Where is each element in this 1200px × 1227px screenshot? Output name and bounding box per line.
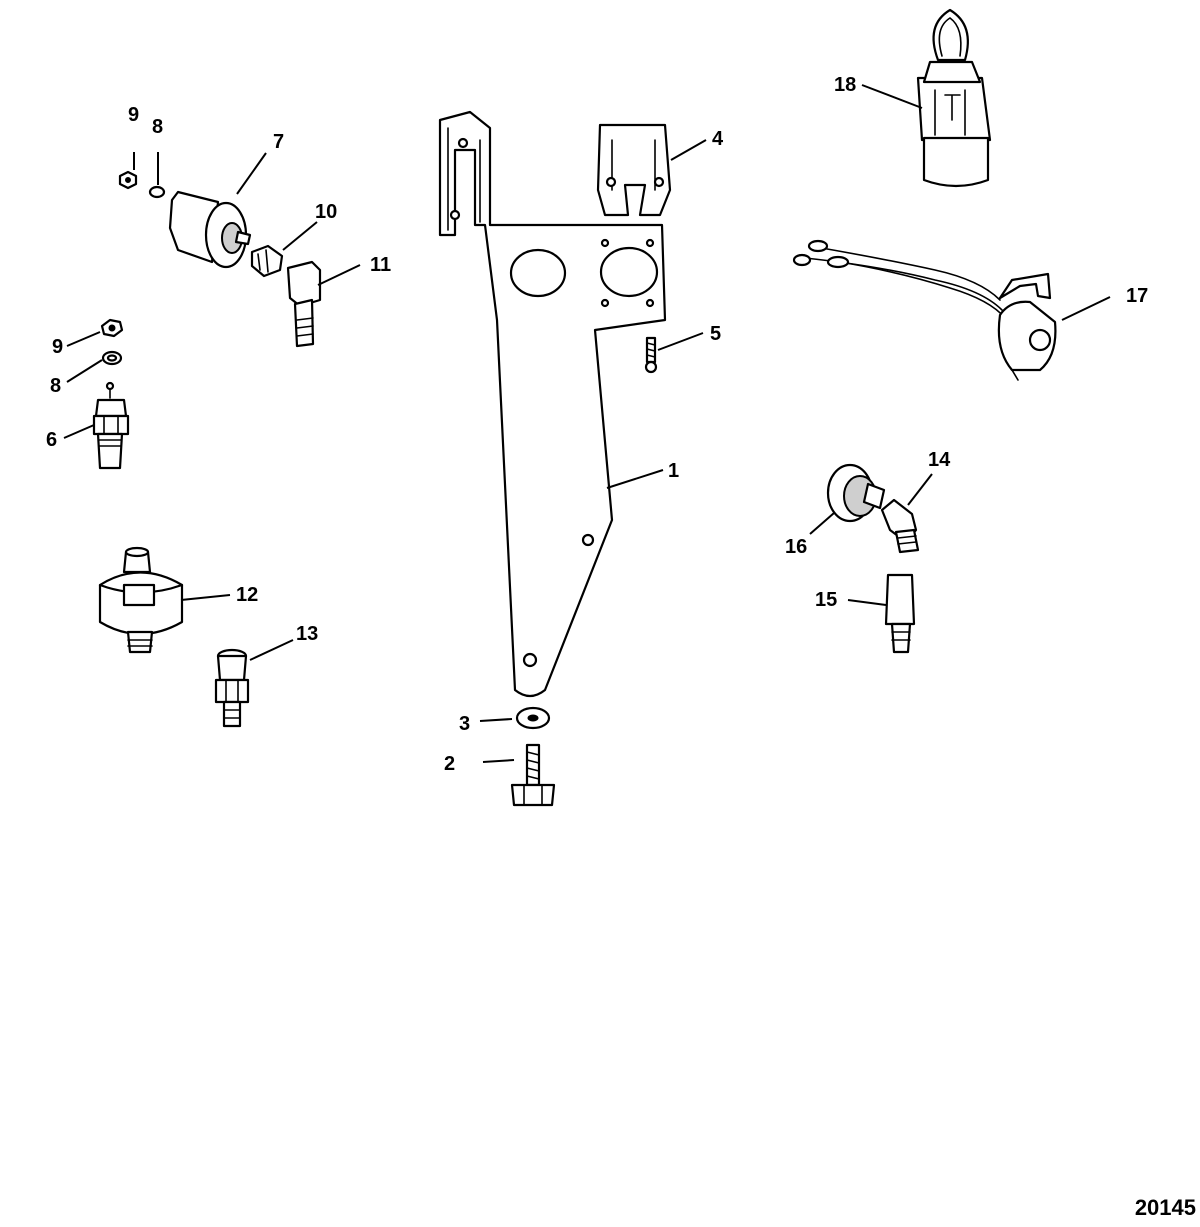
part-11-fitting	[286, 260, 322, 348]
callout-2: 2	[444, 753, 455, 775]
callout-1: 1	[668, 460, 679, 482]
part-6-switch	[92, 381, 130, 470]
callout-11: 11	[370, 254, 391, 276]
part-3-washer	[515, 706, 551, 730]
leader-lines	[63, 84, 1111, 763]
part-1-mounting-bracket	[438, 110, 667, 698]
callout-9a: 9	[128, 104, 139, 126]
callout-labels: 1 2 3 4 5 6 7 8 8 9 9 10 11 12 13 14 15 …	[46, 74, 1148, 775]
part-15-adapter	[884, 573, 916, 654]
part-9-nut-lower	[100, 318, 124, 338]
callout-3: 3	[459, 713, 470, 735]
callout-4: 4	[712, 128, 724, 150]
part-10-adapter	[250, 244, 284, 278]
part-8-lock-washer	[148, 185, 166, 199]
callout-14: 14	[928, 449, 951, 471]
part-18-connector	[916, 8, 992, 188]
callout-17: 17	[1126, 285, 1148, 307]
callout-6: 6	[46, 429, 57, 451]
part-2-bolt	[510, 743, 556, 807]
callout-15: 15	[815, 589, 837, 611]
part-9-nut	[118, 170, 138, 190]
callout-16: 16	[785, 536, 807, 558]
callout-7: 7	[273, 131, 284, 153]
part-16-sender	[826, 463, 886, 523]
part-13-fitting	[214, 648, 250, 728]
callout-18: 18	[834, 74, 856, 96]
part-4-clip	[596, 123, 672, 217]
callout-9b: 9	[52, 336, 63, 358]
figure-number: 20145	[1134, 1195, 1196, 1220]
callout-8b: 8	[50, 375, 61, 397]
callout-5: 5	[710, 323, 721, 345]
callout-8a: 8	[152, 116, 163, 138]
part-17-harness-sensor	[792, 239, 1057, 381]
callout-10: 10	[315, 201, 337, 223]
part-12-sensor	[98, 546, 184, 654]
part-14-elbow	[880, 498, 920, 554]
part-7-sender	[168, 190, 252, 269]
part-5-screw	[644, 336, 658, 374]
part-8-lock-washer-lower	[101, 350, 123, 366]
callout-13: 13	[296, 623, 318, 645]
callout-12: 12	[236, 584, 258, 606]
